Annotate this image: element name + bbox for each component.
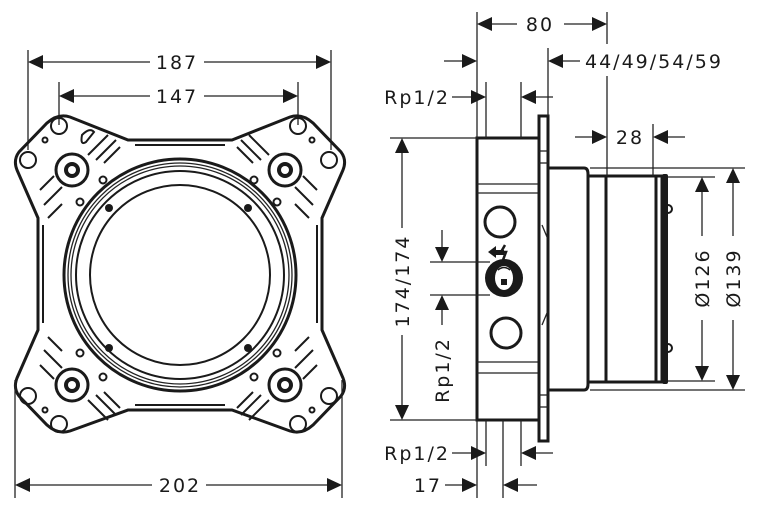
dim-label-187: 187 — [156, 52, 198, 74]
arrow-right-icon — [316, 55, 331, 69]
dim-label-17: 17 — [414, 475, 442, 497]
screw-icon — [244, 204, 252, 212]
arrow-left-icon — [548, 54, 563, 68]
sleeve-step — [586, 174, 608, 384]
corner-top-left — [19, 117, 121, 219]
port-bottom — [489, 316, 523, 350]
arrow-right-icon — [471, 90, 486, 104]
front-view: 187 147 — [13, 50, 347, 498]
arrow-down-icon — [695, 366, 709, 381]
adjuster-icon — [267, 152, 303, 188]
corner-bottom-right — [236, 336, 338, 433]
dimension-d139: Ø139 — [723, 168, 745, 390]
dim-label-install-depth: 44/49/54/59 — [585, 51, 723, 73]
screw-icon — [244, 344, 252, 352]
dimension-80: 80 — [477, 14, 607, 36]
corner-top-right — [236, 117, 338, 219]
ring — [70, 165, 290, 385]
dim-label-rp-bottom: Rp1/2 — [384, 443, 450, 465]
dim-label-80: 80 — [526, 14, 554, 36]
dim-label-202: 202 — [159, 475, 201, 497]
arrow-up-icon — [435, 295, 449, 310]
dimension-174: 174/174 — [392, 138, 414, 420]
arrow-down-icon — [726, 375, 740, 390]
arrow-right-icon — [462, 54, 477, 68]
arrow-left-icon — [59, 89, 74, 103]
dim-label-d126: Ø126 — [692, 248, 714, 307]
arrow-up-icon — [695, 177, 709, 192]
arrow-left-icon — [503, 478, 518, 492]
small-holes — [75, 175, 282, 382]
arrow-down-icon — [395, 405, 409, 420]
arrow-up-icon — [726, 168, 740, 183]
dim-label-d139: Ø139 — [723, 248, 745, 307]
arrow-left-icon — [653, 130, 668, 144]
adjuster-icon — [267, 367, 303, 403]
arrow-right-icon — [283, 89, 298, 103]
dimension-rp-top: Rp1/2 — [384, 87, 553, 109]
dim-label-rp-vertical: Rp1/2 — [432, 337, 454, 403]
dim-label-rp-top: Rp1/2 — [384, 87, 450, 109]
corner-bottom-left — [19, 336, 121, 433]
ring — [75, 170, 285, 380]
arrow-left-icon — [477, 17, 492, 31]
dim-label-28: 28 — [616, 127, 644, 149]
arrow-right-icon — [471, 446, 486, 460]
clip-icon — [667, 343, 673, 353]
arrow-left-icon — [521, 446, 536, 460]
sleeve — [548, 166, 590, 392]
adjuster-icon — [54, 367, 90, 403]
arrow-down-icon — [435, 247, 449, 262]
dimension-202: 202 — [15, 475, 342, 497]
dim-label-147: 147 — [156, 86, 198, 108]
dimension-rp-vertical: Rp1/2 — [432, 230, 454, 403]
arrow-left-icon — [15, 478, 30, 492]
arrow-right-icon — [327, 478, 342, 492]
flow-direction-icon — [488, 244, 508, 261]
screw-icon — [105, 344, 113, 352]
clip-icon — [667, 204, 673, 214]
arrow-up-icon — [395, 138, 409, 153]
arrow-right-icon — [592, 130, 607, 144]
mounting-plate-outline — [13, 114, 347, 434]
dimension-147: 147 — [59, 86, 298, 108]
adjuster-icon — [54, 152, 90, 188]
side-view: 80 44/49/54/59 Rp1/2 28 — [384, 12, 745, 498]
flange — [537, 114, 550, 443]
dimension-28: 28 — [575, 127, 685, 149]
dimension-install-depth: 44/49/54/59 — [444, 51, 723, 73]
dimension-d126: Ø126 — [692, 177, 714, 381]
inner-opening — [89, 184, 271, 366]
dim-label-174: 174/174 — [392, 235, 414, 328]
ring — [67, 162, 293, 388]
cover-ring — [604, 174, 658, 384]
arrow-right-icon — [592, 17, 607, 31]
arrow-left-icon — [28, 55, 43, 69]
dimension-rp-bottom: Rp1/2 — [384, 443, 553, 465]
dimension-187: 187 — [28, 52, 331, 74]
dimension-17: 17 — [414, 475, 537, 497]
arrow-right-icon — [462, 478, 477, 492]
screw-icon — [105, 204, 113, 212]
port-top — [483, 205, 517, 239]
arrow-left-icon — [521, 90, 536, 104]
outer-ring — [62, 157, 298, 393]
seal-ring — [662, 174, 668, 384]
